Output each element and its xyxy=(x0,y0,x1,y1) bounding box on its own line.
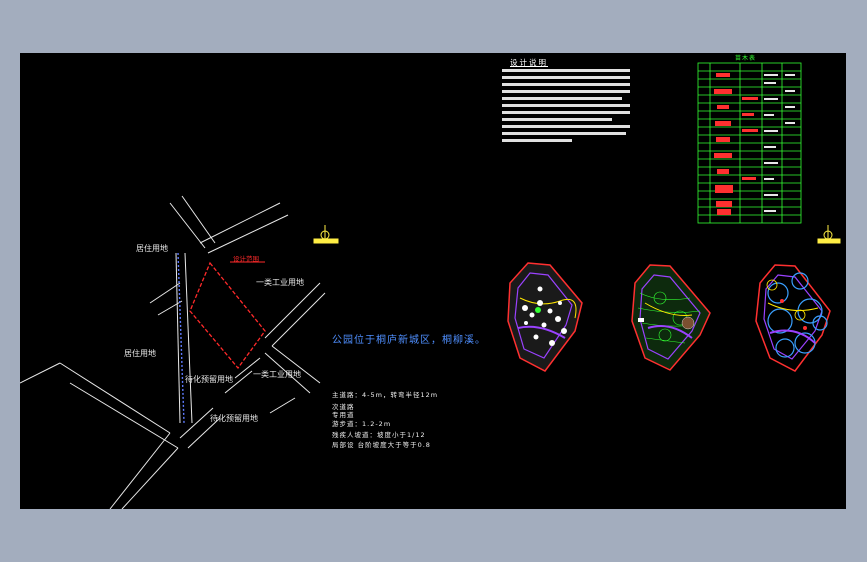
spec-line-4: 游步道：1.2-2m xyxy=(332,420,392,428)
site-plan-1 xyxy=(507,262,583,372)
north-arrow-1 xyxy=(313,225,339,244)
road-lines xyxy=(20,195,326,509)
spec-line-5: 残疾人坡道：坡度小于1/12 xyxy=(332,431,426,439)
label-industrial-2: 一类工业用地 xyxy=(253,370,301,379)
design-scope-boundary xyxy=(189,261,266,370)
drawing-sheet: 居住用地 居住用地 一类工业用地 一类工业用地 待化预留用地 待化预留用地 设计… xyxy=(20,53,846,509)
site-plan-2 xyxy=(631,264,711,371)
river-edge xyxy=(177,252,185,424)
label-reserved-2: 待化预留用地 xyxy=(210,414,258,423)
planting-table-symbols xyxy=(714,73,758,215)
label-residential-1: 居住用地 xyxy=(136,244,168,253)
spec-line-2: 次道路 xyxy=(332,403,355,411)
location-note: 公园位于桐庐新城区，桐柳溪。 xyxy=(332,335,486,346)
spec-line-6: 局部设 台阶坡度大于等于0.8 xyxy=(332,441,431,449)
planting-table-grid xyxy=(697,62,802,224)
spec-line-3: 专用道 xyxy=(332,411,355,419)
design-notes-text xyxy=(502,69,630,142)
site-plan-3 xyxy=(755,264,831,372)
label-design-scope: 设计范围 xyxy=(233,255,259,263)
cad-linework xyxy=(20,62,841,509)
label-reserved-1: 待化预留用地 xyxy=(185,375,233,384)
design-notes-title: 设计说明 xyxy=(510,58,548,67)
label-industrial-1: 一类工业用地 xyxy=(256,278,304,287)
planting-table-text-marks xyxy=(764,74,795,212)
spec-line-1: 主道路：4-5m，转弯半径12m xyxy=(332,391,439,399)
planting-table-title: 苗木表 xyxy=(735,55,757,62)
label-residential-2: 居住用地 xyxy=(124,349,156,358)
north-arrow-2 xyxy=(817,225,841,244)
